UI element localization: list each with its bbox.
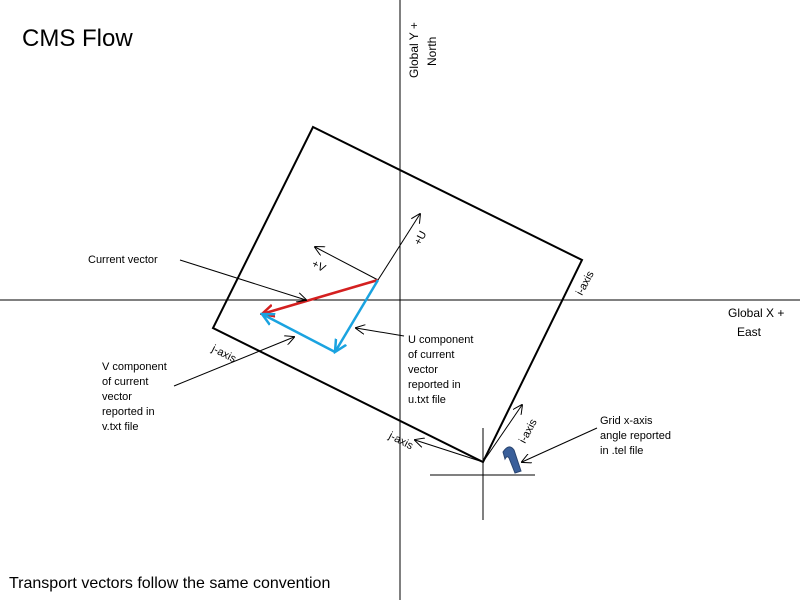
global-x-label-line2: East <box>737 325 762 339</box>
v-axis-arrow <box>315 247 379 281</box>
grid-j-axis-label: j-axis <box>209 343 239 366</box>
footer-note: Transport vectors follow the same conven… <box>9 575 330 592</box>
grid-angle-callout: Grid x-axis angle reported in .tel file <box>600 415 671 457</box>
v-component-callout: V component of current vector reported i… <box>102 361 167 433</box>
current-vector-arrow <box>262 278 379 314</box>
v-component-callout-arrow <box>173 337 294 387</box>
v-callout-line2: of current <box>102 376 148 388</box>
u-component-callout: U component of current vector reported i… <box>408 334 473 406</box>
origin-i-axis-label: i-axis <box>517 417 540 446</box>
u-axis-arrow <box>377 214 420 281</box>
v-callout-line4: reported in <box>102 406 155 418</box>
origin-j-axis-label: j-axis <box>386 430 416 453</box>
v-component-arrow <box>262 314 336 354</box>
angle-marker-icon <box>502 446 522 474</box>
u-callout-line1: U component <box>408 334 473 346</box>
global-y-label: Global Y + North <box>407 22 439 78</box>
diagram-title: CMS Flow <box>22 25 133 52</box>
u-component-arrow <box>335 279 380 352</box>
origin-i-axis-arrow <box>482 405 522 463</box>
angle-callout-line2: angle reported <box>600 430 671 442</box>
u-axis-label: +U <box>412 229 429 247</box>
v-axis-label: +V <box>310 258 328 275</box>
global-y-label-line2: North <box>425 37 439 66</box>
origin-j-axis-arrow <box>415 440 484 463</box>
u-component-callout-arrow <box>356 328 405 337</box>
angle-callout-line1: Grid x-axis <box>600 415 653 427</box>
v-callout-line5: v.txt file <box>102 421 138 433</box>
grid-rectangle <box>211 125 584 464</box>
grid-i-axis-label: i-axis <box>574 269 597 298</box>
grid-angle-callout-arrow <box>522 427 598 462</box>
current-vector-callout-label: Current vector <box>88 254 158 266</box>
global-y-label-line1: Global Y + <box>407 22 421 78</box>
u-callout-line3: vector <box>408 364 438 376</box>
current-vector-callout-arrow <box>179 259 306 300</box>
u-callout-line4: reported in <box>408 379 461 391</box>
angle-callout-line3: in .tel file <box>600 445 643 457</box>
u-callout-line5: u.txt file <box>408 394 446 406</box>
u-callout-line2: of current <box>408 349 454 361</box>
global-x-label-line1: Global X + <box>728 306 784 320</box>
v-callout-line3: vector <box>102 391 132 403</box>
v-callout-line1: V component <box>102 361 167 373</box>
